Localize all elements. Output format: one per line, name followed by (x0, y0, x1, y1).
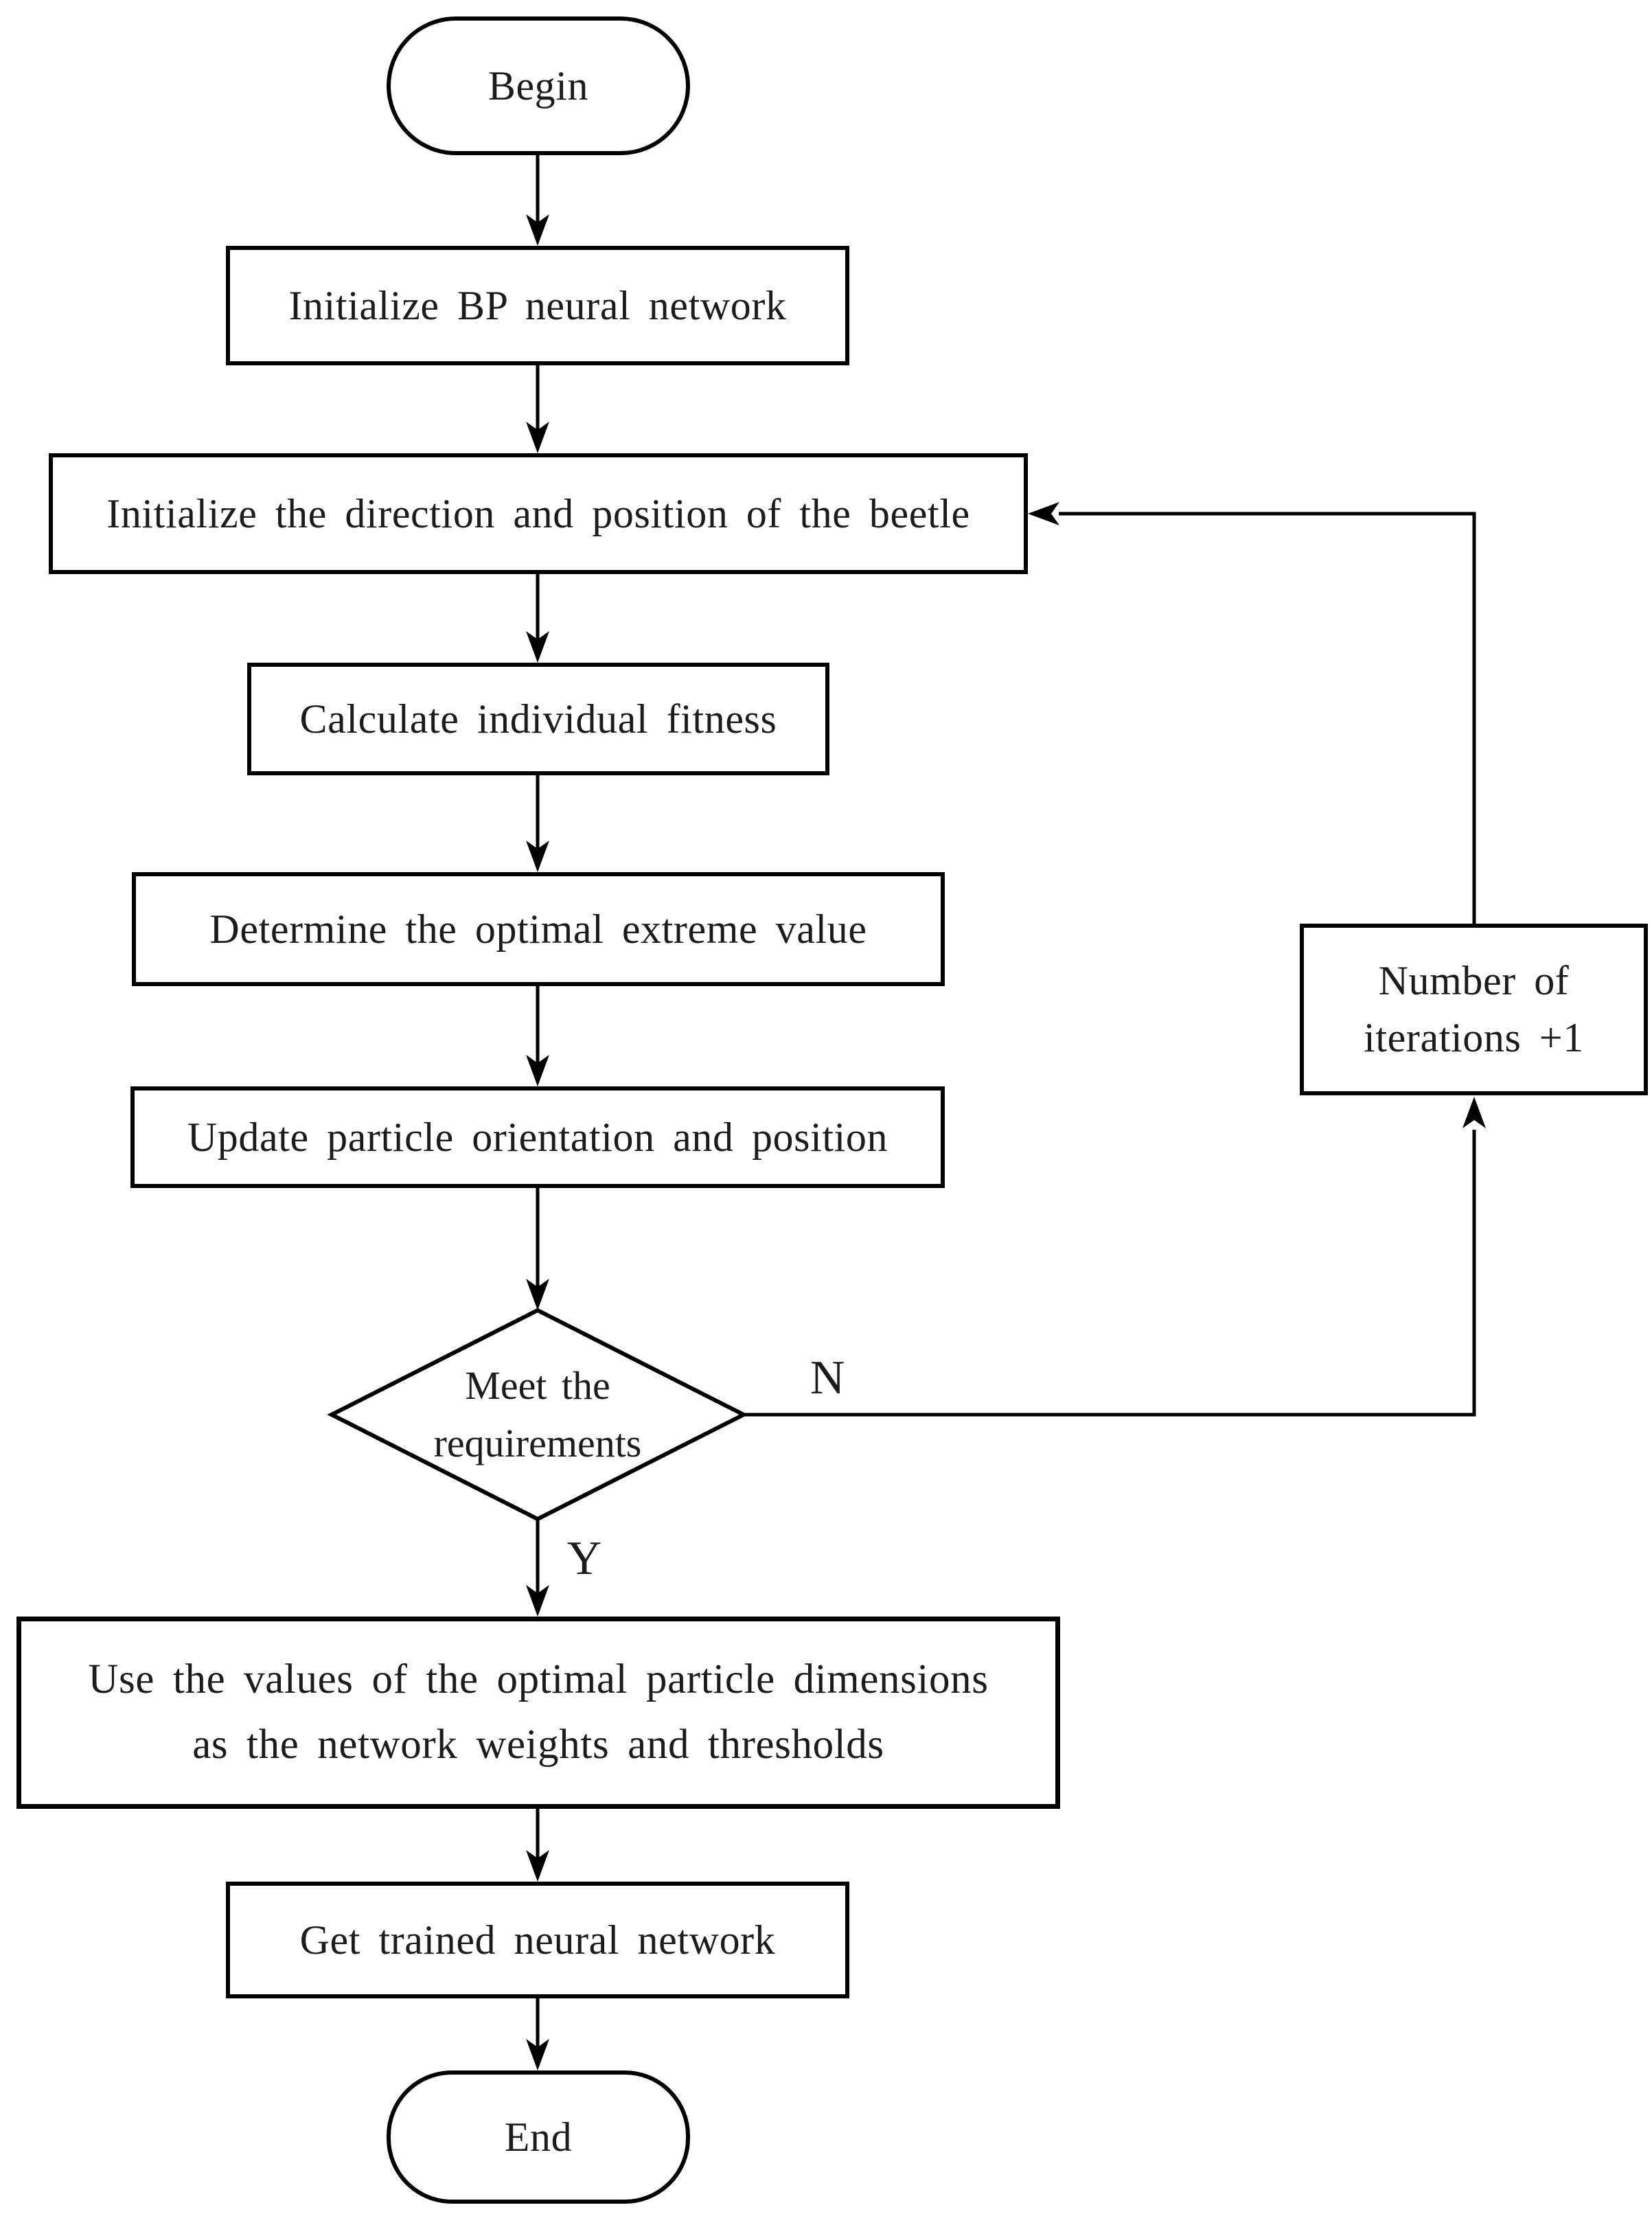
decision-meet-requirements: Meet the requirements (332, 1310, 744, 1519)
process-determine-extreme-value: Determine the optimal extreme value (132, 872, 945, 986)
process-label-line2: as the network weights and thresholds (192, 1722, 884, 1768)
process-use-optimal-values: Use the values of the optimal particle d… (16, 1617, 1060, 1809)
end-label: End (504, 2114, 573, 2160)
process-label: Initialize BP neural network (288, 282, 787, 328)
edge-no-path (742, 1130, 1476, 1417)
process-initialize-beetle: Initialize the direction and position of… (49, 453, 1028, 574)
arrowhead-down (526, 631, 549, 663)
decision-label-line1: Meet the (465, 1362, 610, 1408)
arrowhead-down (526, 1850, 549, 1882)
arrowhead-down (526, 214, 549, 246)
edge-label-yes: Y (566, 1532, 602, 1585)
arrowhead-left (1028, 502, 1059, 525)
process-label-line1: Number of (1378, 958, 1570, 1004)
process-label: Update particle orientation and position (187, 1114, 888, 1160)
process-get-trained-network: Get trained neural network (226, 1882, 849, 1998)
process-label-line1: Use the values of the optimal particle d… (88, 1656, 989, 1703)
edge-label-no: N (810, 1351, 845, 1404)
decision-label-line2: requirements (433, 1421, 642, 1465)
process-initialize-bp-network: Initialize BP neural network (226, 246, 849, 365)
arrowhead-down (526, 2039, 549, 2070)
edge-loopback-path (1059, 512, 1476, 926)
begin-label: Begin (487, 62, 589, 109)
end-terminator: End (387, 2070, 690, 2204)
process-number-of-iterations: Number of iterations +1 (1300, 924, 1648, 1095)
process-label: Get trained neural network (299, 1917, 776, 1963)
process-label: Determine the optimal extreme value (209, 906, 867, 952)
decision-diamond-shape (327, 1308, 748, 1522)
process-calculate-fitness: Calculate individual fitness (247, 663, 829, 775)
process-label-line2: iterations +1 (1364, 1015, 1584, 1060)
process-label: Initialize the direction and position of… (106, 490, 970, 536)
arrowhead-down (526, 422, 549, 453)
arrowhead-up (1462, 1097, 1486, 1128)
arrowhead-down (526, 1055, 549, 1086)
arrowhead-down (526, 841, 549, 872)
begin-terminator: Begin (387, 16, 690, 155)
arrowhead-down (526, 1279, 549, 1310)
arrowhead-down (526, 1585, 549, 1617)
process-update-particle: Update particle orientation and position (130, 1086, 945, 1188)
process-label: Calculate individual fitness (299, 696, 777, 742)
